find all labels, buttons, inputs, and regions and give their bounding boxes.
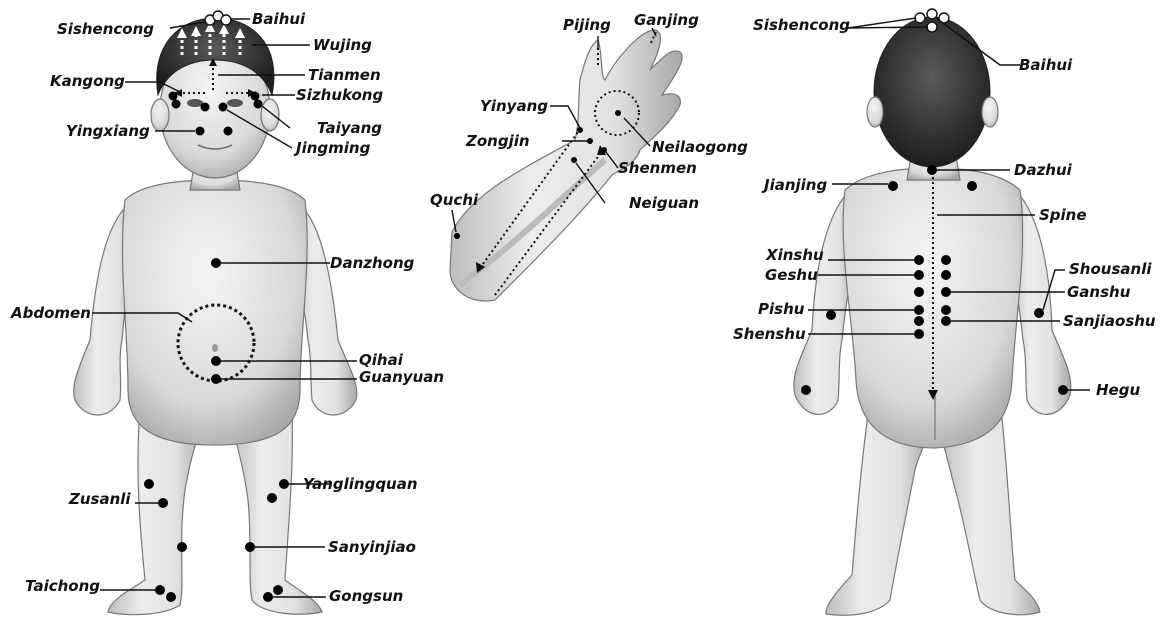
label-yingxiang: Yingxiang xyxy=(66,122,150,140)
label-taichong: Taichong xyxy=(25,577,100,595)
label-neiguan: Neiguan xyxy=(629,194,699,212)
label-quchi: Quchi xyxy=(430,191,479,209)
label-danzhong: Danzhong xyxy=(330,254,415,272)
label-xinshu: Xinshu xyxy=(765,246,824,264)
label-ganjing: Ganjing xyxy=(634,11,699,29)
label-shousanli: Shousanli xyxy=(1069,260,1152,278)
label-kangong: Kangong xyxy=(50,72,125,90)
label-sizhukong: Sizhukong xyxy=(296,86,383,104)
label-wujing: Wujing xyxy=(313,36,372,54)
front-figure xyxy=(74,18,357,615)
label-sishencong-front: Sishencong xyxy=(57,20,154,38)
label-qihai: Qihai xyxy=(359,351,404,369)
label-jianjing: Jianjing xyxy=(761,176,827,194)
label-ganshu: Ganshu xyxy=(1067,283,1131,301)
label-pijing: Pijing xyxy=(563,16,611,34)
label-sishencong-back: Sishencong xyxy=(753,16,850,34)
label-baihui-back: Baihui xyxy=(1019,56,1073,74)
label-dazhui: Dazhui xyxy=(1014,161,1073,179)
label-neilaogong: Neilaogong xyxy=(652,138,748,156)
label-shenmen: Shenmen xyxy=(618,159,697,177)
label-pishu: Pishu xyxy=(758,300,805,318)
label-tianmen: Tianmen xyxy=(308,66,381,84)
label-yinyang: Yinyang xyxy=(480,97,548,115)
label-guanyuan: Guanyuan xyxy=(359,368,444,386)
label-shenshu: Shenshu xyxy=(733,325,806,343)
label-geshu: Geshu xyxy=(765,266,818,284)
label-sanyinjiao: Sanyinjiao xyxy=(328,538,416,556)
label-zusanli: Zusanli xyxy=(68,490,131,508)
label-zongjin: Zongjin xyxy=(465,132,530,150)
label-abdomen: Abdomen xyxy=(10,304,91,322)
label-gongsun: Gongsun xyxy=(329,587,403,605)
label-taiyang: Taiyang xyxy=(317,119,382,137)
label-jingming: Jingming xyxy=(293,139,371,157)
label-sanjiaoshu: Sanjiaoshu xyxy=(1063,312,1156,330)
label-hegu: Hegu xyxy=(1096,381,1140,399)
label-yanglingquan: Yanglingquan xyxy=(303,475,418,493)
label-spine: Spine xyxy=(1039,206,1087,224)
label-baihui-front: Baihui xyxy=(252,10,306,28)
